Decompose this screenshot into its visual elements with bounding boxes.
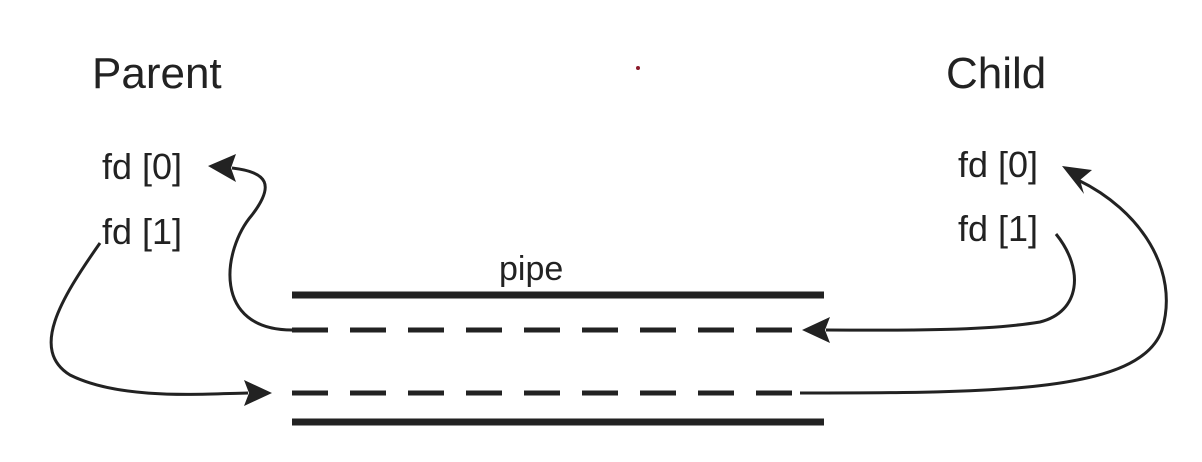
child-fd1-label: fd [1] — [958, 208, 1039, 249]
child-write-arrowhead — [802, 317, 830, 343]
stray-dot — [636, 66, 640, 70]
parent-read-arrowhead — [208, 154, 236, 182]
pipe-label: pipe — [499, 250, 564, 288]
parent-write-arrow — [49, 242, 249, 396]
child-write-arrow — [825, 233, 1076, 332]
parent-write-arrowhead — [244, 380, 272, 406]
parent-fd1-label: fd [1] — [102, 211, 183, 252]
child-read-arrow — [799, 178, 1168, 395]
parent-title: Parent — [92, 49, 222, 98]
child-fd0-label: fd [0] — [958, 144, 1039, 185]
parent-read-arrow — [228, 166, 293, 332]
child-read-arrowhead — [1062, 166, 1092, 194]
parent-fd0-label: fd [0] — [102, 146, 183, 187]
child-title: Child — [946, 49, 1047, 98]
